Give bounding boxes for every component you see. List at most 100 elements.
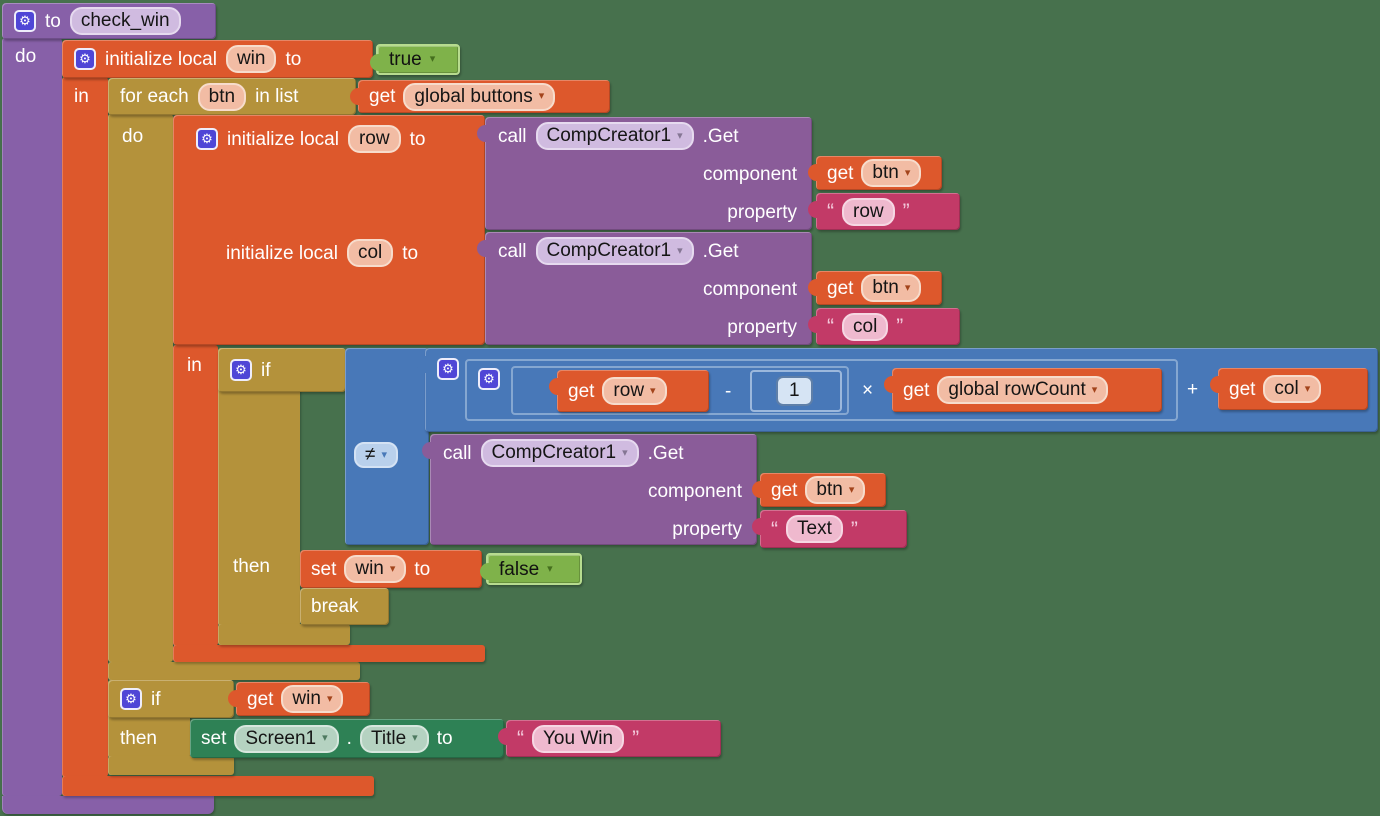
- set-win-block[interactable]: set win to: [300, 550, 482, 588]
- foreach-block-body[interactable]: [108, 114, 173, 662]
- if1-block-footer[interactable]: [218, 624, 350, 645]
- procedure-block[interactable]: to check_win: [2, 3, 216, 39]
- procedure-to-label: to: [45, 10, 61, 32]
- var-dropdown-field[interactable]: win: [281, 685, 344, 713]
- get-btn-block[interactable]: get btn: [752, 473, 886, 507]
- property-dropdown-field[interactable]: Title: [359, 724, 429, 753]
- if1-block-body[interactable]: [218, 348, 300, 626]
- procedure-name-field[interactable]: check_win: [69, 7, 181, 35]
- dropdown-arrow-icon[interactable]: [1092, 385, 1098, 396]
- mutator-gear-icon[interactable]: [478, 368, 500, 390]
- dot-label: .: [346, 728, 352, 749]
- local-var-row-field[interactable]: row: [347, 125, 401, 153]
- dropdown-arrow-icon[interactable]: [390, 564, 396, 575]
- mutator-gear-icon[interactable]: [230, 359, 252, 381]
- component-arg-label: component: [647, 480, 742, 502]
- text-string-col-block[interactable]: “ col ”: [808, 308, 960, 345]
- number-block[interactable]: 1: [750, 370, 842, 412]
- get-btn-block[interactable]: get btn: [808, 271, 942, 305]
- property-arg-label: property: [672, 518, 742, 540]
- compare-not-equal-block[interactable]: ≠: [345, 348, 429, 545]
- math-minus-block[interactable]: get row - 1: [511, 366, 849, 415]
- component-dropdown-field[interactable]: CompCreator1: [480, 439, 639, 467]
- if2-then-label: then: [120, 728, 157, 749]
- dropdown-arrow-icon[interactable]: [547, 564, 553, 575]
- procedure-do-label: do: [15, 46, 37, 67]
- procedure-block-footer[interactable]: [2, 796, 214, 814]
- get-row-block[interactable]: get row: [549, 370, 709, 412]
- if1-block[interactable]: if: [218, 348, 346, 392]
- dropdown-arrow-icon[interactable]: [622, 448, 628, 459]
- dropdown-arrow-icon[interactable]: [1305, 384, 1311, 395]
- if2-block-footer[interactable]: [108, 756, 234, 775]
- text-field[interactable]: row: [842, 197, 895, 226]
- dropdown-arrow-icon[interactable]: [327, 694, 333, 705]
- mutator-gear-icon[interactable]: [74, 48, 96, 70]
- component-dropdown-field[interactable]: Screen1: [234, 724, 339, 753]
- var-dropdown-field[interactable]: row: [602, 377, 667, 405]
- foreach-block-footer[interactable]: [108, 662, 360, 680]
- text-field[interactable]: col: [842, 312, 889, 341]
- foreach-block[interactable]: for each btn in list: [108, 78, 356, 115]
- get-global-rowcount-block[interactable]: get global rowCount: [884, 368, 1162, 412]
- operator-dropdown-field[interactable]: ≠: [354, 442, 398, 468]
- call-compcreator-get-row-block[interactable]: call CompCreator1 .Get component propert…: [477, 117, 812, 230]
- dropdown-arrow-icon[interactable]: [677, 246, 683, 257]
- call-compcreator-get-text-block[interactable]: call CompCreator1 .Get component propert…: [422, 434, 757, 545]
- math-multiply-block[interactable]: get row - 1 × get global rowCount: [465, 359, 1178, 421]
- procedure-block-body[interactable]: [2, 38, 62, 796]
- mutator-gear-icon[interactable]: [14, 10, 36, 32]
- mutator-gear-icon[interactable]: [196, 128, 218, 150]
- text-field[interactable]: You Win: [532, 724, 625, 753]
- text-string-you-win-block[interactable]: “ You Win ”: [498, 720, 721, 757]
- text-string-row-block[interactable]: “ row ”: [808, 193, 960, 230]
- init-local-rowcol-body[interactable]: [173, 345, 218, 646]
- dropdown-arrow-icon[interactable]: [412, 733, 418, 744]
- get-btn-block[interactable]: get btn: [808, 156, 942, 190]
- init-local-rowcol-footer[interactable]: [173, 645, 485, 662]
- init-local-rowcol-block[interactable]: initialize local row to initialize local…: [173, 115, 485, 345]
- dropdown-arrow-icon[interactable]: [322, 733, 328, 744]
- var-dropdown-field[interactable]: global rowCount: [937, 376, 1109, 404]
- in-list-label: in list: [255, 86, 299, 107]
- dropdown-arrow-icon[interactable]: [539, 91, 545, 102]
- get-col-block[interactable]: get col: [1210, 368, 1368, 410]
- component-dropdown-field[interactable]: CompCreator1: [535, 237, 694, 265]
- call-compcreator-get-col-block[interactable]: call CompCreator1 .Get component propert…: [477, 232, 812, 345]
- get-global-buttons-block[interactable]: get global buttons: [350, 80, 610, 113]
- var-dropdown-field[interactable]: global buttons: [403, 82, 556, 111]
- init-local-win-footer[interactable]: [62, 776, 374, 796]
- dropdown-arrow-icon[interactable]: [905, 283, 911, 294]
- if2-block[interactable]: if: [108, 680, 234, 718]
- dropdown-arrow-icon[interactable]: [381, 450, 387, 461]
- dropdown-arrow-icon[interactable]: [905, 168, 911, 179]
- component-dropdown-field[interactable]: CompCreator1: [535, 122, 694, 150]
- get-win-block[interactable]: get win: [228, 682, 370, 716]
- mutator-gear-icon[interactable]: [437, 358, 459, 380]
- break-block[interactable]: break: [300, 588, 389, 625]
- logic-true-block[interactable]: true: [370, 44, 460, 75]
- text-field[interactable]: Text: [786, 515, 843, 543]
- dropdown-arrow-icon[interactable]: [650, 386, 656, 397]
- dropdown-arrow-icon[interactable]: [677, 131, 683, 142]
- multiply-operator-label: ×: [862, 380, 874, 401]
- number-field[interactable]: 1: [776, 376, 813, 406]
- var-dropdown-field[interactable]: btn: [861, 274, 922, 302]
- text-string-text-block[interactable]: “ Text ”: [752, 510, 907, 548]
- logic-false-block[interactable]: false: [480, 553, 582, 585]
- var-dropdown-field[interactable]: win: [344, 555, 407, 583]
- mutator-gear-icon[interactable]: [120, 688, 142, 710]
- loop-var-btn-field[interactable]: btn: [197, 82, 247, 111]
- local-var-col-field[interactable]: col: [346, 239, 394, 267]
- local-var-win-field[interactable]: win: [225, 45, 277, 73]
- dropdown-arrow-icon[interactable]: [849, 485, 855, 496]
- math-plus-block[interactable]: get row - 1 × get global rowCount + get …: [417, 348, 1378, 432]
- set-screen-title-block[interactable]: set Screen1 . Title to: [190, 719, 504, 758]
- init-local-win-body[interactable]: [62, 77, 108, 777]
- init-local-win-block[interactable]: initialize local win to: [62, 40, 373, 78]
- var-dropdown-field[interactable]: btn: [805, 476, 866, 504]
- var-dropdown-field[interactable]: col: [1263, 375, 1322, 403]
- dropdown-arrow-icon[interactable]: [430, 54, 436, 65]
- var-dropdown-field[interactable]: btn: [861, 159, 922, 187]
